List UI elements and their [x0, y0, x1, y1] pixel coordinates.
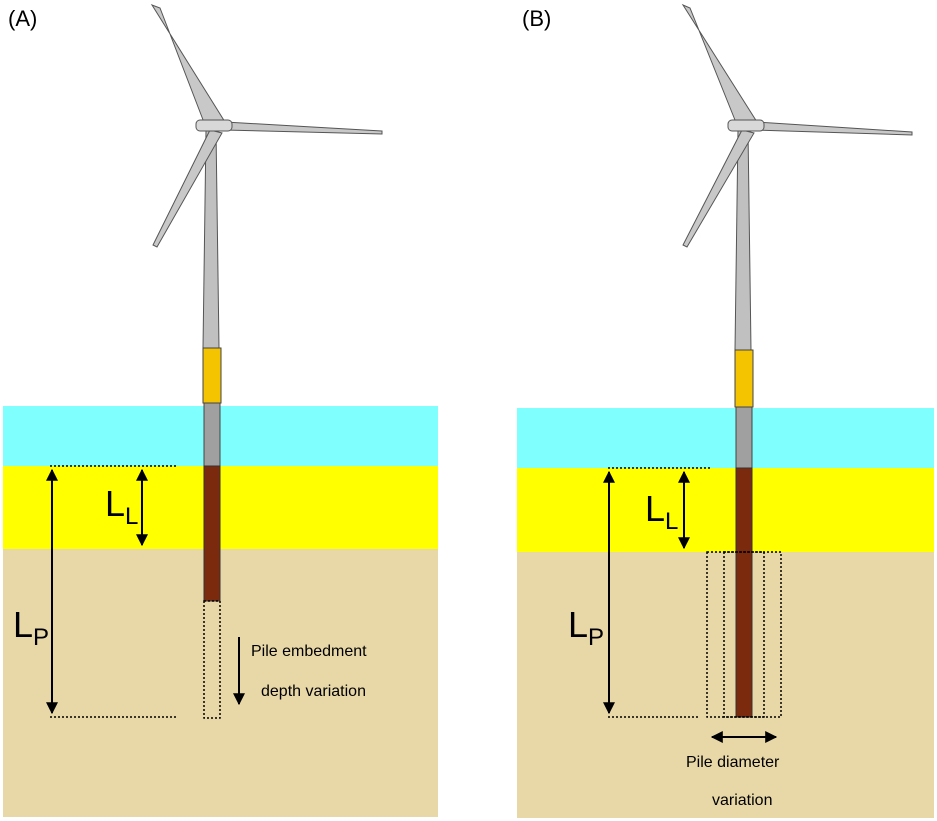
wind-turbine: [681, 3, 913, 718]
tower-base-grey: [735, 406, 753, 469]
transition-piece: [734, 349, 754, 408]
panel-b-label: (B): [522, 6, 551, 31]
blade-lower: [682, 129, 755, 248]
dim-label-ll: LL: [645, 488, 678, 535]
panel-b: (B) LL LP Pile diameter variation: [517, 3, 934, 818]
blade-lower: [152, 129, 223, 248]
blade-right: [755, 121, 913, 136]
pile: [735, 467, 753, 718]
blade-upper: [150, 4, 226, 126]
transition-piece: [202, 347, 222, 404]
dim-label-ll: LL: [105, 483, 138, 530]
upper-soil-layer: [517, 468, 934, 552]
blade-upper: [681, 3, 758, 126]
note-line-1: Pile embedment: [251, 643, 367, 660]
note-line-2: variation: [712, 792, 772, 809]
note-line-1: Pile diameter: [686, 754, 780, 771]
tower: [734, 129, 752, 351]
panel-a: (A) LL LP Pile embedment de: [3, 4, 438, 817]
lower-soil-layer: [517, 552, 934, 818]
pile: [203, 465, 221, 602]
nacelle: [727, 119, 765, 132]
water-layer: [517, 408, 934, 468]
wind-turbine: [150, 4, 383, 719]
note-line-2: depth variation: [261, 683, 366, 700]
panel-a-label: (A): [8, 6, 37, 31]
tower-base-grey: [203, 402, 221, 467]
dim-label-lp: LP: [13, 604, 49, 651]
dim-label-lp: LP: [568, 604, 604, 651]
pile-extension-dotted: [203, 600, 221, 719]
pile-diameter-inner-dotted: [723, 551, 765, 718]
blade-right: [223, 121, 383, 135]
nacelle: [195, 119, 233, 132]
